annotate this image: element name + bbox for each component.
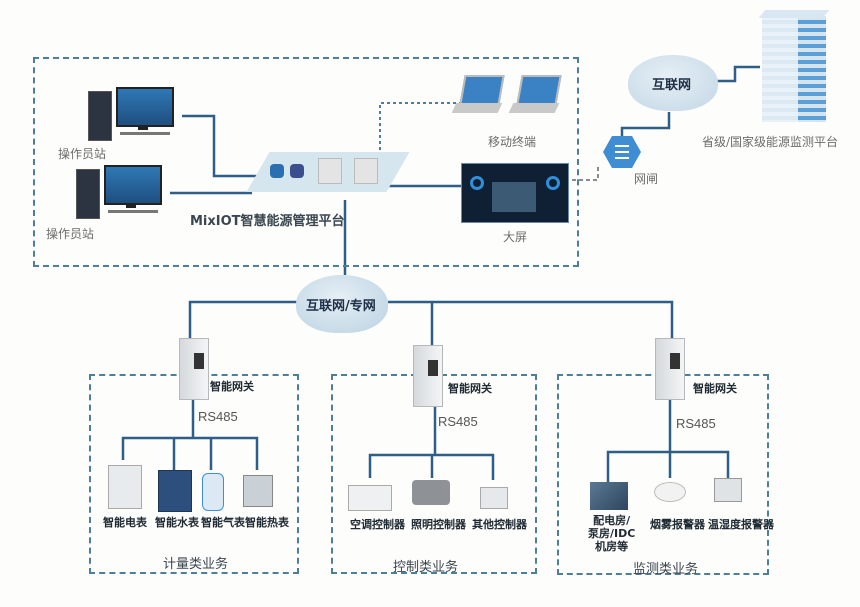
link-cloud-gateway3	[388, 300, 674, 340]
operator-station-2-label: 操作员站	[46, 227, 95, 241]
gas-meter-icon[interactable]	[202, 473, 224, 511]
laptop-icon	[459, 75, 505, 105]
network-cloud-label: 互联网/专网	[306, 299, 376, 314]
database-icon	[270, 164, 284, 178]
platform-servers[interactable]	[246, 152, 410, 194]
temp-humidity-sensor-icon[interactable]	[714, 478, 742, 502]
water-meter-icon[interactable]	[158, 470, 192, 512]
smart-gateway-3[interactable]	[655, 338, 685, 400]
device-smoke-alarm-label: 烟雾报警器	[650, 518, 705, 531]
monitor-icon	[104, 165, 162, 205]
pc-tower-icon	[88, 91, 112, 141]
link-bigscreen-netgate	[572, 165, 599, 181]
lighting-controller-icon[interactable]	[412, 480, 450, 505]
operator-station-2[interactable]	[76, 165, 176, 223]
machine-room-icon[interactable]	[590, 482, 628, 510]
smoke-detector-icon[interactable]	[654, 482, 686, 502]
big-screen-label: 大屏	[503, 230, 528, 244]
national-platform-building[interactable]	[758, 10, 830, 124]
mobile-terminals[interactable]	[451, 73, 564, 123]
monitor-icon	[116, 87, 174, 127]
metering-group-title: 计量类业务	[163, 557, 229, 572]
platform-title: MixIOT智慧能源管理平台	[190, 214, 345, 229]
bus-1-label: RS485	[198, 409, 238, 424]
network-gate-icon[interactable]	[602, 134, 642, 170]
mobile-terminal-label: 移动终端	[488, 135, 537, 149]
internet-cloud-icon	[628, 55, 718, 111]
gateway-2-label: 智能网关	[448, 382, 492, 395]
device-other-controller-label: 其他控制器	[472, 518, 527, 531]
link-internet-netgate	[620, 112, 671, 140]
server-icon	[354, 158, 378, 184]
operator-station-1[interactable]	[88, 87, 188, 145]
server-icon	[318, 158, 342, 184]
network-gate-label: 网闸	[634, 172, 659, 186]
keyboard-icon	[108, 210, 158, 213]
national-platform-label: 省级/国家级能源监测平台	[702, 135, 839, 149]
keyboard-icon	[120, 132, 170, 135]
ac-controller-icon[interactable]	[348, 485, 392, 511]
platform-boundary	[33, 57, 579, 267]
heat-meter-icon[interactable]	[243, 475, 273, 507]
laptop-icon	[516, 75, 562, 105]
device-gas-meter-label: 智能气表	[201, 516, 245, 529]
other-controller-icon[interactable]	[480, 487, 508, 509]
monitoring-group-title: 监测类业务	[633, 562, 699, 577]
big-screen[interactable]	[461, 163, 569, 223]
network-cloud-icon	[296, 275, 388, 333]
link-station1-platform	[182, 114, 262, 178]
gateway-1-label: 智能网关	[210, 380, 254, 393]
device-temp-humidity-alarm-label: 温湿度报警器	[708, 518, 774, 531]
operator-station-1-label: 操作员站	[58, 147, 107, 161]
device-electric-meter-label: 智能电表	[103, 516, 147, 529]
smart-gateway-2[interactable]	[413, 345, 443, 407]
device-water-meter-label: 智能水表	[155, 516, 199, 529]
bus-3-label: RS485	[676, 416, 716, 431]
control-group-title: 控制类业务	[393, 560, 459, 575]
bus-2-label: RS485	[438, 414, 478, 429]
device-ac-controller-label: 空调控制器	[350, 518, 405, 531]
device-machine-room-label: 配电房/ 泵房/IDC 机房等	[588, 514, 636, 553]
link-cloud-gateway1	[188, 300, 300, 345]
internet-cloud-label: 互联网	[652, 78, 692, 93]
link-internet-building	[714, 65, 760, 83]
device-lighting-controller-label: 照明控制器	[411, 518, 466, 531]
pc-tower-icon	[76, 169, 100, 219]
device-heat-meter-label: 智能热表	[245, 516, 289, 529]
gateway-3-label: 智能网关	[693, 382, 737, 395]
smart-gateway-1[interactable]	[179, 338, 209, 400]
electric-meter-icon[interactable]	[108, 465, 142, 509]
database-icon	[290, 164, 304, 178]
